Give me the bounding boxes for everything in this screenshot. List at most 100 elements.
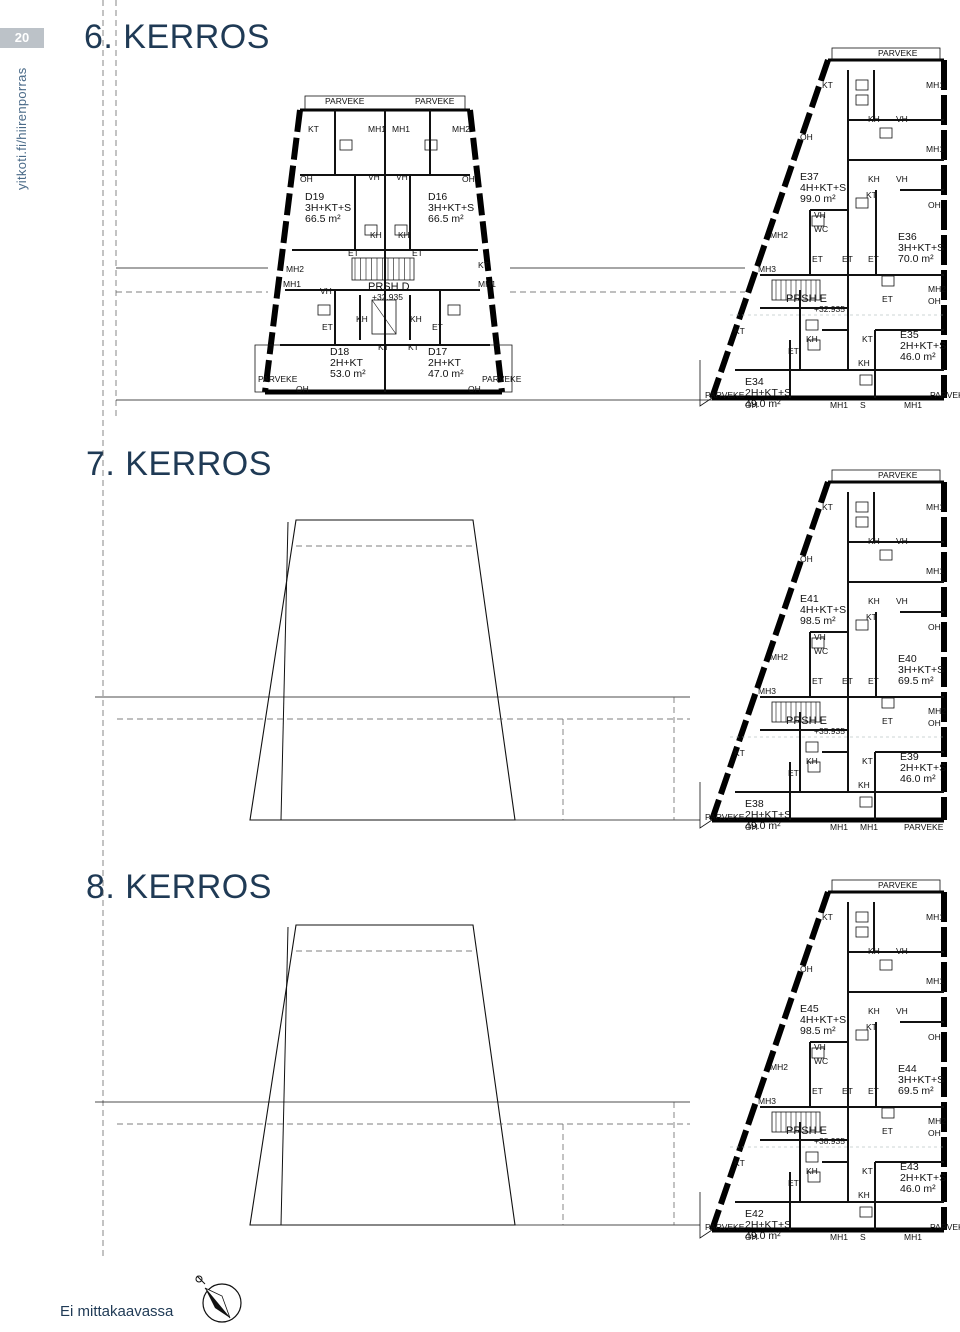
e-fixture xyxy=(855,911,869,923)
room-label: ET xyxy=(868,1086,879,1096)
room-label: MH1 xyxy=(926,144,944,154)
apartment-id: D19 xyxy=(305,191,324,203)
room-label: MH1 xyxy=(926,502,944,512)
apartment-area: 49.0 m² xyxy=(745,1230,781,1242)
room-label: MH1 xyxy=(926,566,944,576)
room-label: MH1 xyxy=(830,400,848,410)
apartment-type: 4H+KT+S xyxy=(800,604,846,616)
room-label: PARVEKE xyxy=(705,1222,745,1232)
room-label: MH1 xyxy=(368,124,386,134)
e-fixture xyxy=(879,549,893,561)
room-label: VH xyxy=(896,536,908,546)
room-label: MH2 xyxy=(770,230,788,240)
room-label: ET xyxy=(348,248,359,258)
room-label: ET xyxy=(868,254,879,264)
apartment-type: 3H+KT+S xyxy=(898,1074,944,1086)
stair-label: PRSH E xyxy=(786,293,827,305)
e-fixture xyxy=(805,741,819,753)
d-fixture xyxy=(447,304,461,316)
page-number: 20 xyxy=(0,28,44,48)
e-fixture xyxy=(881,1107,895,1119)
e-fixture xyxy=(811,215,825,227)
room-label: VH xyxy=(320,286,332,296)
room-label: PARVEKE xyxy=(705,390,745,400)
apartment-area: 46.0 m² xyxy=(900,1183,936,1195)
room-label: S xyxy=(860,400,866,410)
e-fixture xyxy=(855,501,869,513)
room-label: MH1 xyxy=(860,822,878,832)
room-label: KT xyxy=(378,342,389,352)
room-label: KT xyxy=(822,80,833,90)
room-label: KH xyxy=(858,358,870,368)
apartment-id: E34 xyxy=(745,376,764,388)
level-label: +35.935 xyxy=(814,726,845,736)
level-label: +38.935 xyxy=(814,1136,845,1146)
apartment-type: 2H+KT+S xyxy=(745,809,791,821)
room-label: ET xyxy=(842,1086,853,1096)
room-label: PARVEKE xyxy=(930,1222,960,1232)
room-label: VH xyxy=(896,174,908,184)
room-label: OH xyxy=(928,200,941,210)
room-label: VH xyxy=(814,632,826,642)
floor-title-6: 6. KERROS xyxy=(84,18,270,56)
north-arrow-tip xyxy=(195,1275,203,1283)
e-west-wall xyxy=(709,891,831,1231)
e-balcony-top xyxy=(831,879,941,893)
apartment-area: 98.5 m² xyxy=(800,1025,836,1037)
e-fixture xyxy=(807,1171,821,1183)
stair-label: PRSH E xyxy=(786,715,827,727)
apartment-area: 47.0 m² xyxy=(428,368,464,380)
room-label: MH2 xyxy=(286,264,304,274)
apartment-type: 2H+KT+S xyxy=(745,1219,791,1231)
apartment-id: E36 xyxy=(898,231,917,243)
e-west-wall xyxy=(709,59,831,399)
apartment-id: E44 xyxy=(898,1063,917,1075)
room-label: MH2 xyxy=(928,706,946,716)
roof-outline xyxy=(280,521,289,821)
room-label: KH xyxy=(868,536,880,546)
apartment-id: E41 xyxy=(800,593,819,605)
room-label: KH xyxy=(868,596,880,606)
e-west-wall xyxy=(709,481,831,821)
room-label: MH1 xyxy=(392,124,410,134)
north-arrow-needle xyxy=(204,1287,231,1319)
apartment-area: 70.0 m² xyxy=(898,253,934,265)
room-label: OH xyxy=(462,174,475,184)
apartment-type: 2H+KT+S xyxy=(900,1172,946,1184)
room-label: KH xyxy=(806,756,818,766)
room-label: MH2 xyxy=(452,124,470,134)
room-label: PARVEKE xyxy=(325,96,365,106)
room-label: MH1 xyxy=(904,1232,922,1242)
room-label: PARVEKE xyxy=(878,470,918,480)
apartment-type: 2H+KT+S xyxy=(900,762,946,774)
room-label: ET xyxy=(882,294,893,304)
room-label: OH xyxy=(300,174,313,184)
apartment-id: E40 xyxy=(898,653,917,665)
room-label: ET xyxy=(842,254,853,264)
room-label: MH1 xyxy=(478,279,496,289)
room-label: ET xyxy=(842,676,853,686)
room-label: OH xyxy=(745,822,758,832)
room-label: MH1 xyxy=(904,400,922,410)
level-label: +32.935 xyxy=(814,304,845,314)
room-label: KH xyxy=(868,174,880,184)
room-label: ET xyxy=(788,768,799,778)
room-label: OH xyxy=(800,964,813,974)
apartment-area: 53.0 m² xyxy=(330,368,366,380)
e-fixture xyxy=(855,516,869,528)
room-label: MH1 xyxy=(926,912,944,922)
room-label: PARVEKE xyxy=(415,96,455,106)
room-label: WC xyxy=(814,646,828,656)
room-label: KT xyxy=(734,326,745,336)
apartment-area: 98.5 m² xyxy=(800,615,836,627)
room-label: ET xyxy=(812,676,823,686)
room-label: ET xyxy=(788,1178,799,1188)
room-label: OH xyxy=(928,1128,941,1138)
room-label: ET xyxy=(432,322,443,332)
e-fixture xyxy=(859,1206,873,1218)
e-fixture xyxy=(859,796,873,808)
apartment-id: E43 xyxy=(900,1161,919,1173)
apartment-type: 4H+KT+S xyxy=(800,182,846,194)
apartment-area: 99.0 m² xyxy=(800,193,836,205)
apartment-id: D16 xyxy=(428,191,447,203)
